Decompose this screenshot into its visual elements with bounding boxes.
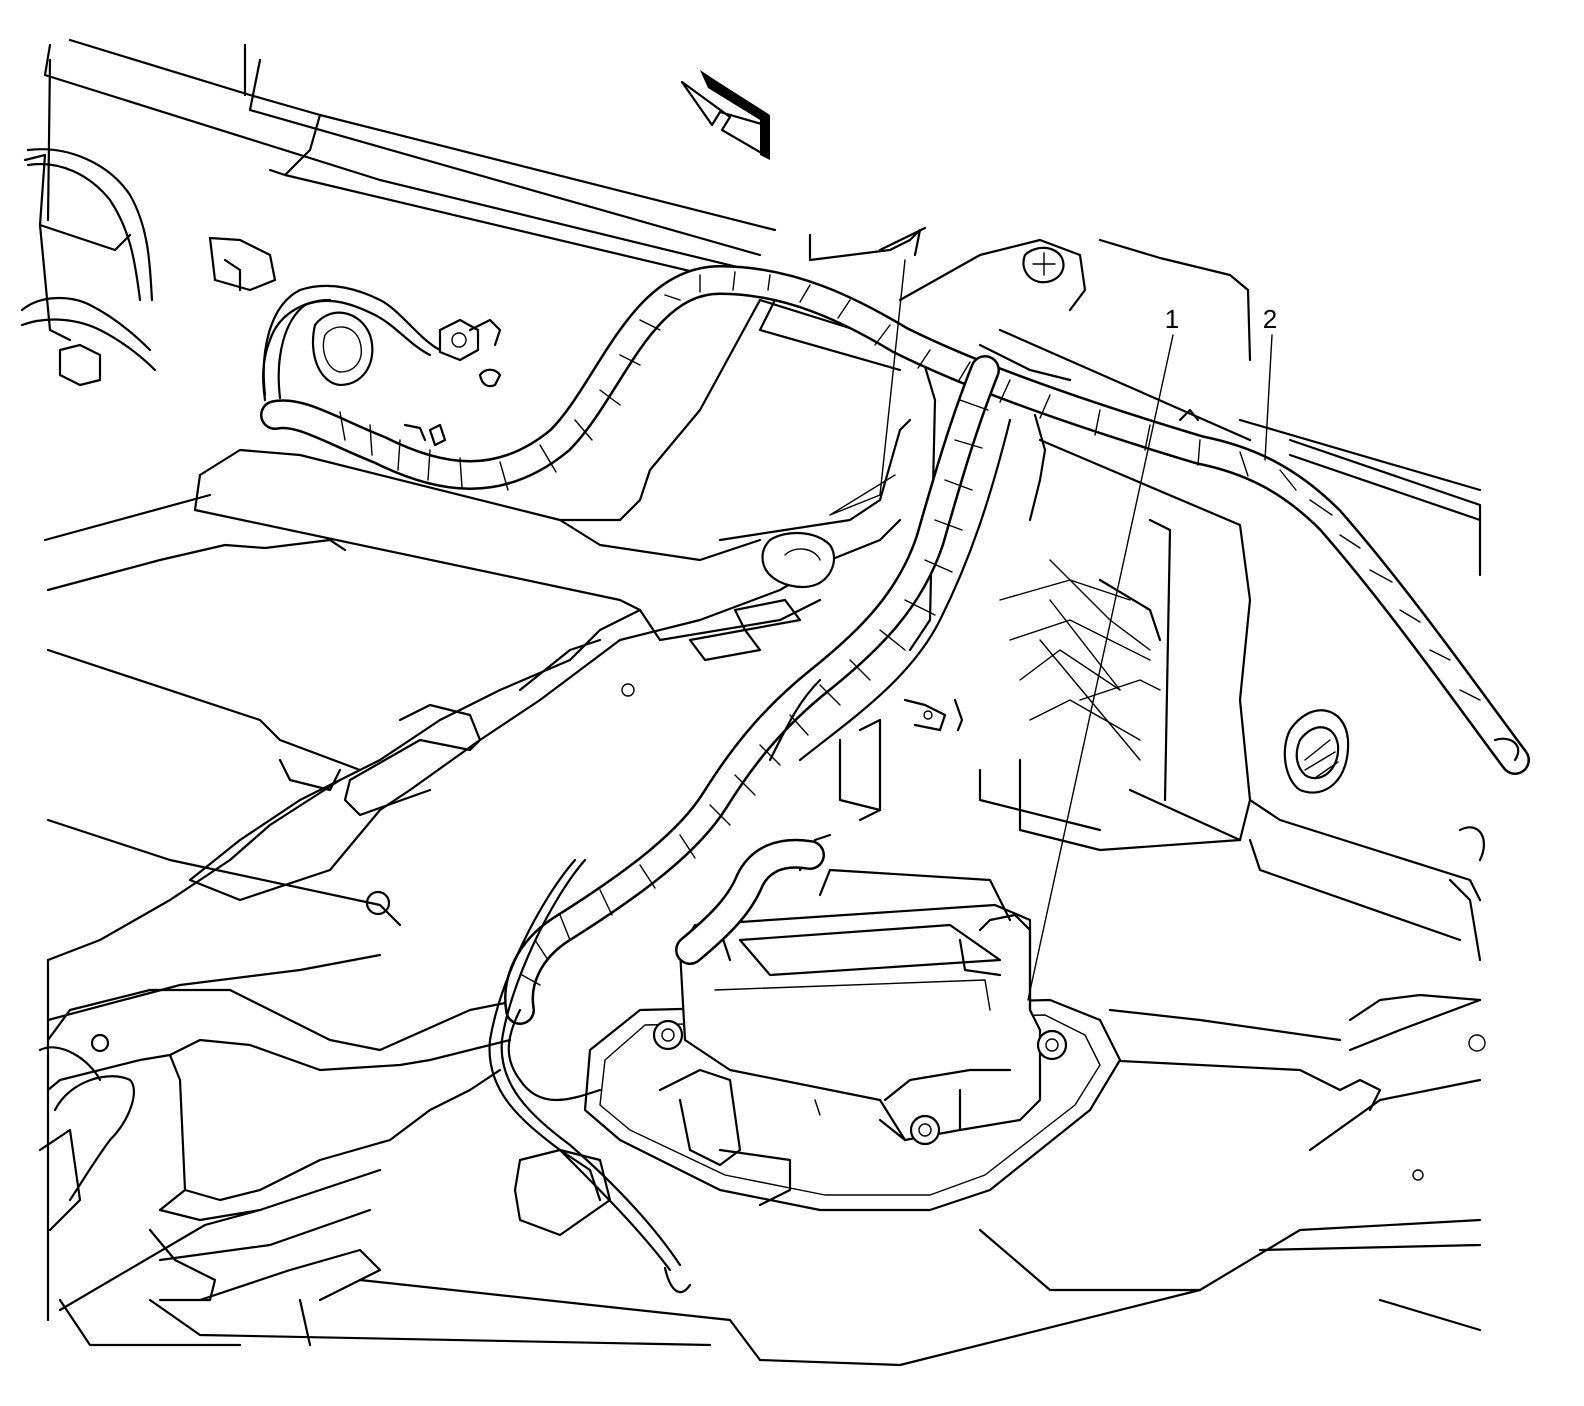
callout-leaders xyxy=(829,259,1273,1001)
callout-labels: 1 2 xyxy=(1165,304,1277,334)
mounting-bolt xyxy=(652,1019,1068,1146)
frame-rail xyxy=(46,890,522,1302)
sensor-cable xyxy=(488,678,822,1294)
upper-left-hardware xyxy=(20,148,1486,1232)
wiring-harness xyxy=(260,265,1530,1102)
floor-crossmember xyxy=(43,298,937,962)
floor-panels xyxy=(23,38,1482,1367)
forward-arrow-icon xyxy=(680,70,770,160)
support-bracket xyxy=(808,226,1485,1022)
callout-2: 2 xyxy=(1263,304,1277,334)
callout-1: 1 xyxy=(1165,304,1179,334)
control-module-assembly xyxy=(513,833,1122,1237)
